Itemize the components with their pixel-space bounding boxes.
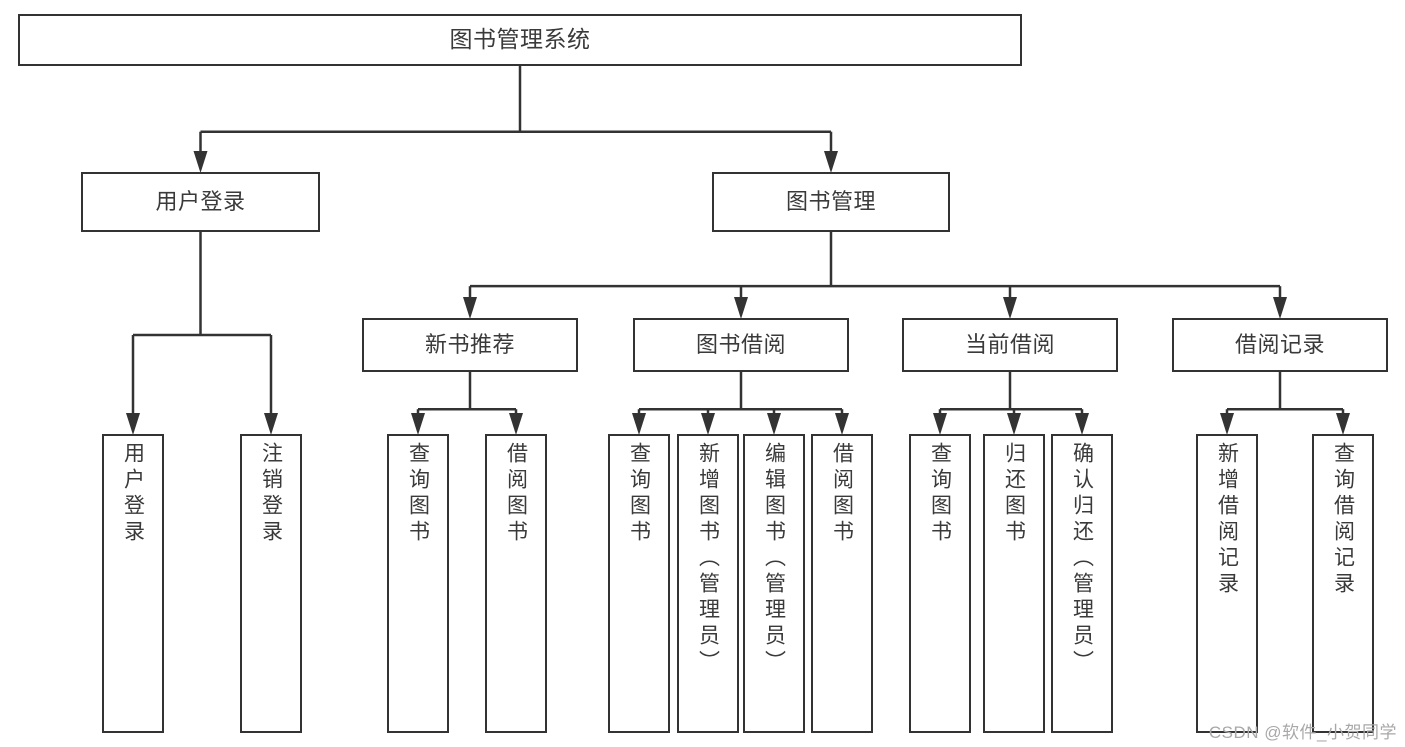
arrowhead-icon-borrow xyxy=(734,297,748,319)
arrowhead-icon-records xyxy=(1273,297,1287,319)
arrowhead-icon-l-borrow1 xyxy=(509,413,523,435)
node-l-query3[interactable]: 查询图书 xyxy=(909,434,971,733)
node-l-addrec[interactable]: 新增借阅记录 xyxy=(1196,434,1258,733)
node-l-editbook[interactable]: 编辑图书（管理员） xyxy=(743,434,805,733)
node-l-borrow2[interactable]: 借阅图书 xyxy=(811,434,873,733)
node-label: 当前借阅 xyxy=(964,331,1055,357)
arrowhead-icon-login xyxy=(193,151,208,173)
arrowhead-icon-l-query1 xyxy=(411,413,425,435)
arrowhead-icon-l-addrec xyxy=(1220,413,1234,435)
node-label: 借阅记录 xyxy=(1234,331,1325,357)
node-label: 用户登录 xyxy=(121,442,145,546)
arrowhead-icon-l-return xyxy=(1007,413,1021,435)
arrowhead-icon-l-borrow2 xyxy=(835,413,849,435)
node-newbook[interactable]: 新书推荐 xyxy=(362,318,578,372)
arrowhead-icon-l-query2 xyxy=(632,413,646,435)
node-l-addbook[interactable]: 新增图书（管理员） xyxy=(677,434,739,733)
node-label: 查询图书 xyxy=(928,442,952,546)
node-records[interactable]: 借阅记录 xyxy=(1172,318,1388,372)
node-label: 图书管理 xyxy=(785,188,876,214)
node-borrow[interactable]: 图书借阅 xyxy=(633,318,849,372)
node-root[interactable]: 图书管理系统 xyxy=(18,14,1022,66)
node-l-queryrec[interactable]: 查询借阅记录 xyxy=(1312,434,1374,733)
node-label: 查询借阅记录 xyxy=(1331,442,1355,598)
node-l-logout[interactable]: 注销登录 xyxy=(240,434,302,733)
node-label: 归还图书 xyxy=(1002,442,1026,546)
arrowhead-icon-l-editbook xyxy=(767,413,781,435)
arrowhead-icon-bookmgmt xyxy=(824,151,838,173)
arrowhead-icon-l-addbook xyxy=(701,413,715,435)
node-bookmgmt[interactable]: 图书管理 xyxy=(712,172,950,232)
node-label: 新增图书（管理员） xyxy=(696,442,720,676)
arrowhead-icon-l-confreturn xyxy=(1075,413,1089,435)
watermark-label: CSDN @软件_小贺同学 xyxy=(1208,723,1397,742)
node-label: 确认归还（管理员） xyxy=(1070,442,1094,676)
node-l-query1[interactable]: 查询图书 xyxy=(387,434,449,733)
node-login[interactable]: 用户登录 xyxy=(81,172,320,232)
node-label: 借阅图书 xyxy=(504,442,528,546)
node-label: 注销登录 xyxy=(259,442,283,546)
arrowhead-icon-l-userlogin xyxy=(126,413,140,435)
node-current[interactable]: 当前借阅 xyxy=(902,318,1118,372)
arrowhead-icon-current xyxy=(1003,297,1017,319)
node-label: 编辑图书（管理员） xyxy=(762,442,786,676)
node-l-query2[interactable]: 查询图书 xyxy=(608,434,670,733)
node-label: 查询图书 xyxy=(406,442,430,546)
node-label: 新书推荐 xyxy=(424,331,515,357)
node-label: 图书借阅 xyxy=(695,331,786,357)
node-label: 查询图书 xyxy=(627,442,651,546)
arrowhead-icon-l-logout xyxy=(264,413,278,435)
arrowhead-icon-l-query3 xyxy=(933,413,947,435)
node-label: 用户登录 xyxy=(155,188,246,214)
arrowhead-icon-l-queryrec xyxy=(1336,413,1350,435)
node-l-return[interactable]: 归还图书 xyxy=(983,434,1045,733)
node-label: 借阅图书 xyxy=(830,442,854,546)
node-l-userlogin[interactable]: 用户登录 xyxy=(102,434,164,733)
node-label: 新增借阅记录 xyxy=(1215,442,1239,598)
node-label: 图书管理系统 xyxy=(449,26,591,53)
node-l-confreturn[interactable]: 确认归还（管理员） xyxy=(1051,434,1113,733)
arrowhead-icon-newbook xyxy=(463,297,477,319)
node-l-borrow1[interactable]: 借阅图书 xyxy=(485,434,547,733)
